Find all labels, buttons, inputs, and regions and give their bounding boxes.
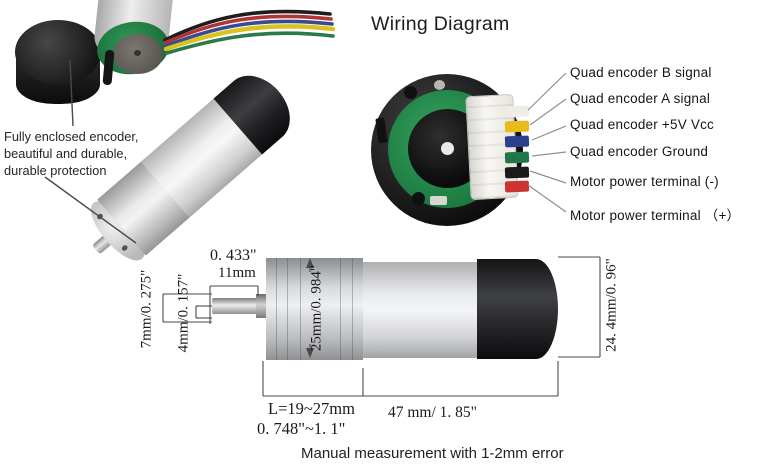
drawing-shaft	[212, 298, 262, 314]
pcb-screw	[434, 80, 445, 90]
gearbox-ridge	[340, 258, 341, 360]
pcb-screw-hole	[412, 192, 425, 205]
motor-terminal-pin	[102, 49, 115, 86]
encoder-cap-photo-top	[15, 20, 101, 84]
drawing-shaft-collar	[256, 294, 268, 318]
label-encoder-ground: Quad encoder Ground	[570, 144, 709, 159]
caption-line-1: Fully enclosed encoder,	[4, 129, 139, 144]
dim-gearbox-length-in: 0. 748"~1. 1"	[257, 419, 346, 438]
wire-positive	[504, 180, 530, 193]
dim-gearbox-length-mm: L=19~27mm	[268, 399, 355, 418]
wire-vcc	[504, 135, 530, 148]
gearbox-ridge	[300, 258, 301, 360]
label-motor-positive: Motor power terminal （+）	[570, 208, 741, 223]
photo-caption: Fully enclosed encoder, beautiful and du…	[4, 128, 138, 179]
encoder-shaft-center	[441, 142, 454, 155]
drawing-end-cap	[477, 259, 558, 359]
drawing-gearbox	[266, 258, 363, 360]
dim-shaft-length-mm: 11mm	[218, 265, 256, 281]
caption-line-3: durable protection	[4, 163, 107, 179]
wire-b-signal	[504, 105, 530, 118]
disc-hole	[134, 50, 141, 56]
dim-shaft-tip-diameter: 4mm/0. 157"	[175, 273, 192, 353]
gearbox-ridge	[287, 258, 288, 360]
wiring-leader-lines	[527, 72, 567, 213]
caption-line-2: beautiful and durable,	[4, 146, 128, 162]
dim-gearbox-diameter: 25mm/0. 984"	[308, 264, 325, 352]
dim-case-diameter: 24. 4mm/0. 96"	[603, 258, 620, 352]
label-encoder-vcc: Quad encoder +5V Vcc	[570, 117, 714, 132]
gearbox-ridge	[352, 258, 353, 360]
measurement-note: Manual measurement with 1-2mm error	[301, 445, 564, 462]
gearbox-ridge	[276, 258, 277, 360]
wire-negative	[504, 166, 530, 179]
wire-ground	[504, 151, 530, 164]
wiring-diagram-title: Wiring Diagram	[371, 13, 510, 35]
dim-body-length: 47 mm/ 1. 85"	[388, 404, 477, 421]
label-motor-negative: Motor power terminal (-)	[570, 174, 719, 189]
label-encoder-a-signal: Quad encoder A signal	[570, 91, 711, 106]
pcb-component	[430, 196, 447, 205]
wire-bundle	[163, 9, 336, 55]
pcb-screw-hole	[404, 86, 417, 99]
dim-shaft-step-diameter: 7mm/0. 275"	[138, 269, 155, 349]
dim-shaft-length-in: 0. 433"	[210, 247, 257, 264]
wire-a-signal	[504, 120, 530, 133]
drawing-motor-body	[363, 262, 477, 358]
label-encoder-b-signal: Quad encoder B signal	[570, 65, 712, 80]
